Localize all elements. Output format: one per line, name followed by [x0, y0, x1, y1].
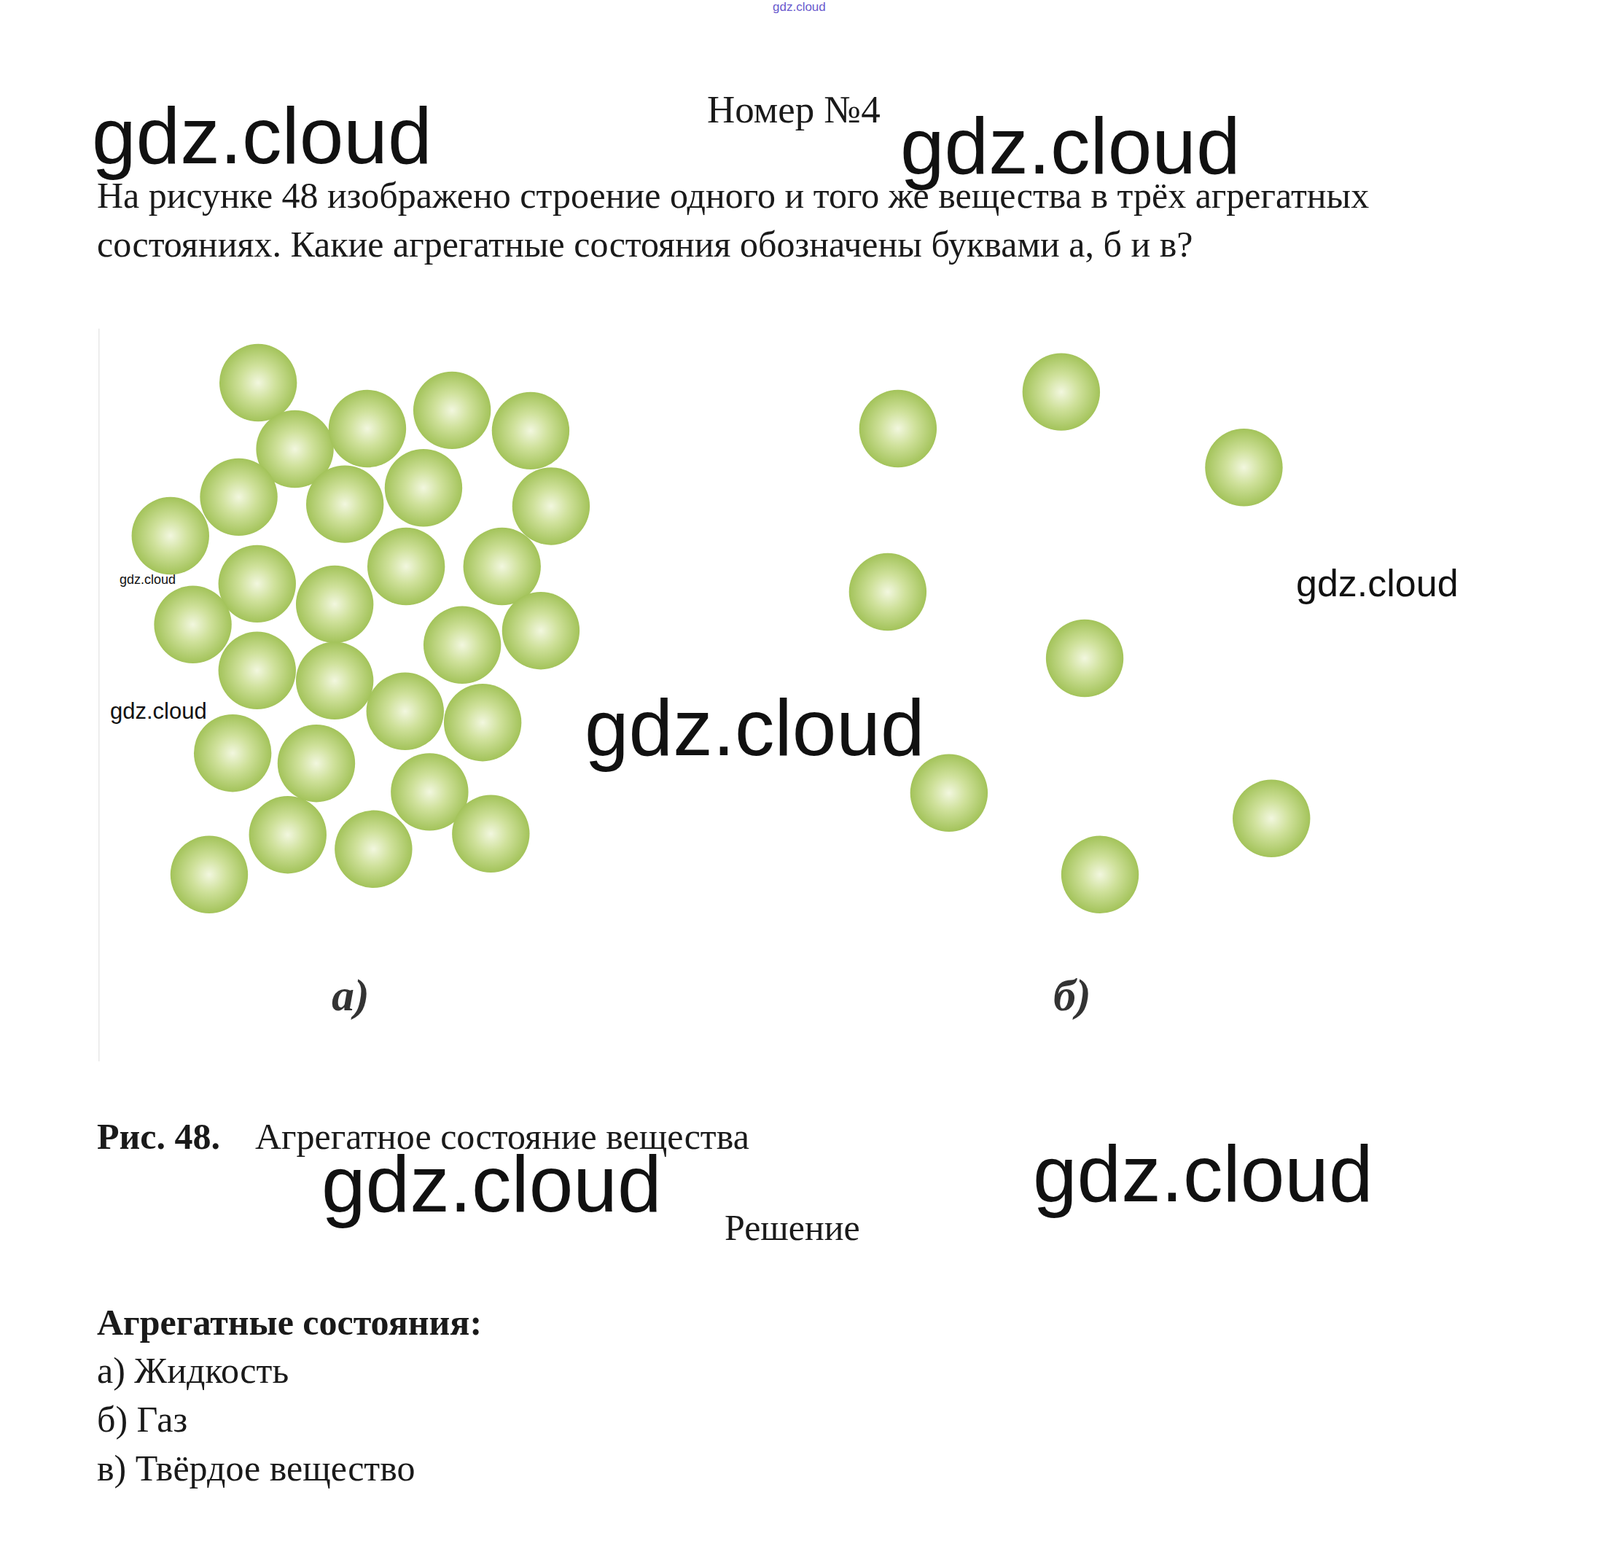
watermark: gdz.cloud [321, 1137, 662, 1230]
particle [193, 714, 272, 792]
watermark: gdz.cloud [584, 681, 926, 774]
particle [1061, 836, 1139, 914]
figure-number: Рис. 48. [96, 1115, 221, 1158]
watermark: gdz.cloud [110, 698, 208, 725]
particle [502, 591, 580, 670]
particle [1232, 779, 1310, 858]
watermark: gdz.cloud [1032, 1127, 1374, 1220]
particle [443, 683, 522, 762]
answer-line: а) Жидкость [96, 1349, 289, 1392]
particle [1204, 428, 1283, 506]
particle [492, 392, 570, 470]
particle [366, 672, 444, 751]
particle [463, 527, 541, 606]
particle [131, 497, 210, 575]
particle [295, 565, 374, 643]
watermark: gdz.cloud [1296, 561, 1459, 606]
watermark: gdz.cloud [772, 0, 826, 15]
particle [423, 606, 501, 684]
particle [199, 458, 277, 536]
figure-label: б) [1053, 969, 1092, 1022]
particle [328, 389, 407, 468]
watermark: gdz.cloud [91, 89, 433, 182]
particle [1022, 352, 1100, 431]
particle [413, 371, 491, 450]
particle [306, 465, 384, 543]
heading: Номер №4 [707, 87, 881, 132]
question-text: На рисунке 48 изображено строение одного… [96, 171, 1516, 269]
figure-label: а) [331, 969, 370, 1022]
answer-line: в) Твёрдое вещество [96, 1446, 415, 1490]
particle [1046, 619, 1124, 697]
particle [849, 553, 927, 631]
particle [367, 527, 445, 606]
particle [334, 810, 412, 888]
particle [859, 389, 937, 468]
answer-heading: Агрегатные состояния: [96, 1301, 482, 1344]
particle [295, 642, 374, 720]
particle [512, 467, 590, 545]
particles [131, 344, 1311, 914]
particle [277, 724, 355, 802]
particle [218, 631, 296, 710]
particle [153, 586, 232, 664]
particle [218, 545, 296, 623]
section-heading: Решение [724, 1206, 861, 1249]
particle [219, 344, 297, 422]
particle [451, 795, 530, 873]
frame-line [98, 328, 100, 1062]
watermark: gdz.cloud [119, 572, 176, 588]
particle [170, 836, 248, 914]
answer-line: б) Газ [96, 1398, 188, 1441]
particle [249, 795, 327, 874]
particle [384, 449, 463, 527]
